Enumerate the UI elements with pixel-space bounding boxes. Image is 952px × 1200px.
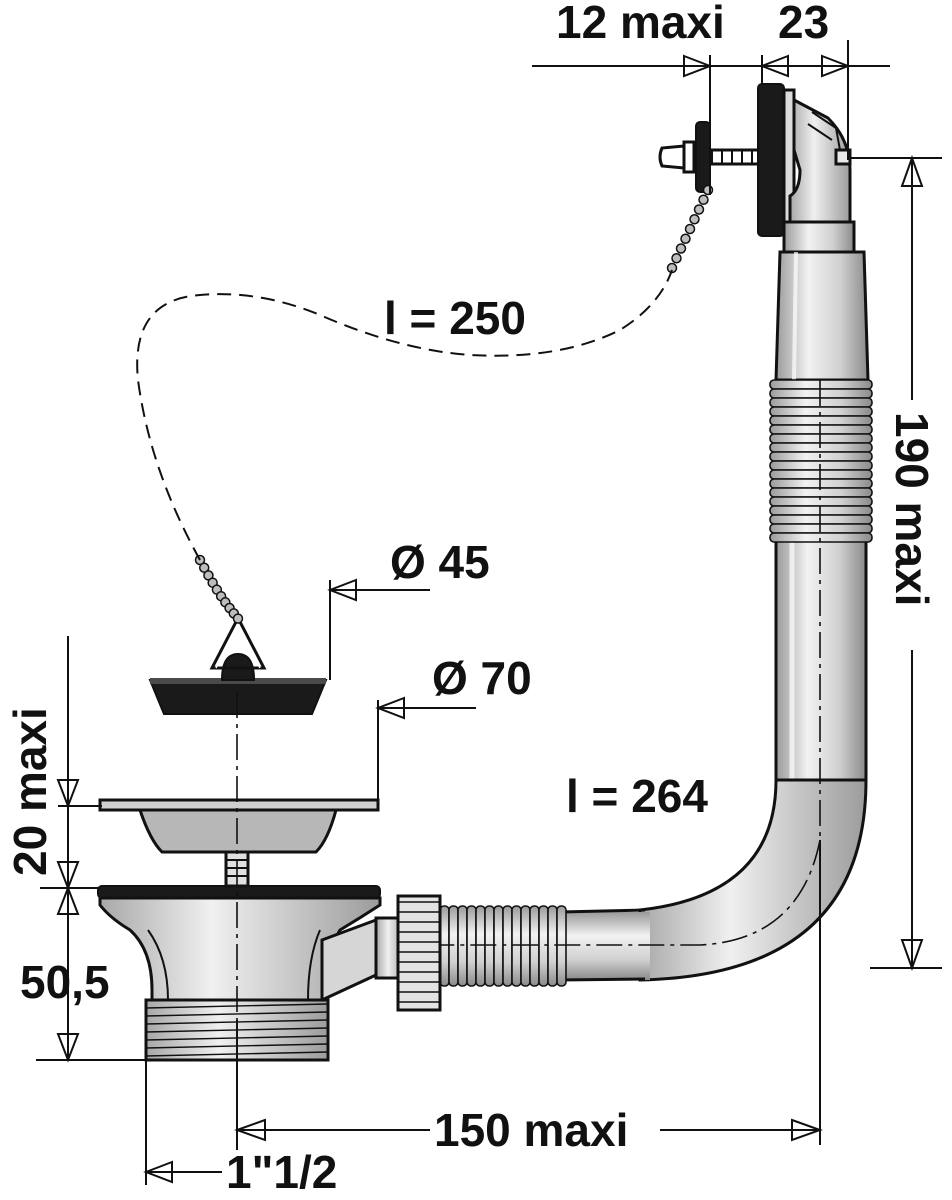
chain-bead bbox=[693, 204, 705, 215]
strainer-basket bbox=[98, 798, 380, 888]
overflow-faceplate bbox=[757, 83, 785, 237]
outlet-nut bbox=[374, 894, 442, 1012]
chain-bead bbox=[232, 613, 244, 624]
chain-loop-dashed bbox=[136, 269, 673, 561]
label-diameter-70: Ø 70 bbox=[432, 652, 532, 704]
label-thread-size: 1"1/2 bbox=[226, 1146, 337, 1198]
label-150-maxi: 150 maxi bbox=[434, 1104, 628, 1156]
overflow-screw-head bbox=[658, 144, 686, 170]
chain-bead bbox=[689, 214, 700, 225]
chain-bead bbox=[698, 194, 709, 205]
label-20-maxi: 20 maxi bbox=[4, 707, 56, 876]
chain-bead bbox=[675, 243, 687, 254]
dimension-lines bbox=[36, 40, 942, 1185]
chain-bead bbox=[671, 253, 682, 264]
plug bbox=[148, 614, 328, 715]
label-12-maxi: 12 maxi bbox=[556, 0, 725, 48]
overflow-washer bbox=[695, 121, 711, 193]
label-190-maxi: 190 maxi bbox=[886, 412, 938, 606]
label-hose-length: l = 264 bbox=[566, 770, 708, 822]
chain-bead bbox=[680, 233, 691, 244]
chain-bead bbox=[702, 184, 714, 196]
center-axis-outlet bbox=[440, 839, 821, 946]
label-diameter-45: Ø 45 bbox=[390, 536, 490, 588]
strainer-body bbox=[97, 885, 382, 1062]
body-flange bbox=[97, 885, 381, 899]
chain-bead bbox=[684, 223, 696, 235]
label-50-5: 50,5 bbox=[20, 956, 110, 1008]
overflow-corrugated-section bbox=[769, 379, 873, 543]
outlet-corrugated-section bbox=[439, 905, 567, 987]
overflow-hose bbox=[439, 379, 873, 987]
overflow-hose-top bbox=[774, 250, 870, 382]
plug-chain bbox=[194, 184, 714, 624]
label-chain-length: l = 250 bbox=[384, 292, 526, 344]
overflow-assembly bbox=[658, 83, 870, 382]
label-23: 23 bbox=[778, 0, 829, 48]
